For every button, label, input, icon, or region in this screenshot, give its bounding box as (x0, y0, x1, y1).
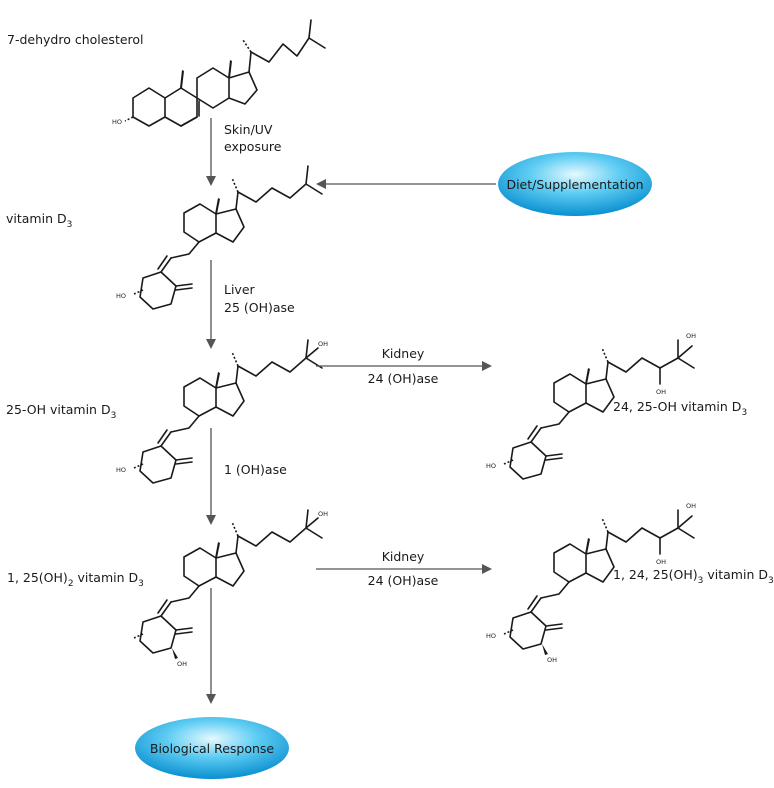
oh-atom: OH (318, 510, 328, 518)
biological-response-node: Biological Response (135, 717, 289, 779)
compound-label-vitamin-d3: vitamin D3 (6, 211, 72, 230)
step-label-kidney-1: Kidney (382, 346, 425, 361)
compound-label-24-25-oh-vitamin-d3: 24, 25-OH vitamin D3 (613, 399, 747, 418)
step-label-1-ohase: 1 (OH)ase (224, 462, 287, 477)
arrow-skin-uv (206, 118, 216, 186)
compound-label-1-24-25-trihydroxy-vitamin-d3: 1, 24, 25(OH)3 vitamin D3 (613, 567, 774, 586)
compound-label-1-25-dihydroxy-vitamin-d3: 1, 25(OH)2 vitamin D3 (7, 570, 144, 589)
oh-atom: OH (656, 388, 666, 396)
arrow-liver (206, 260, 216, 349)
step-label-kidney-2: Kidney (382, 549, 425, 564)
ho-atom: HO (486, 632, 496, 640)
compound-label-25-oh-vitamin-d3: 25-OH vitamin D3 (6, 402, 116, 421)
oh-atom: OH (547, 656, 557, 664)
1-25-dihydroxy-vitamin-d3-structure: OH OH (133, 509, 328, 668)
step-label-25-ohase: 25 (OH)ase (224, 300, 295, 315)
24-25-oh-vitamin-d3-structure: OH OH HO (486, 332, 696, 480)
step-label-24-ohase-1: 24 (OH)ase (368, 371, 439, 386)
arrow-biological-response (206, 588, 216, 704)
step-label-liver: Liver (224, 282, 256, 297)
vitamin-d3-structure: HO (116, 165, 323, 310)
arrow-diet-supplementation (316, 179, 496, 189)
step-label-exposure: exposure (224, 139, 282, 154)
biological-response-label: Biological Response (150, 741, 275, 756)
oh-atom: OH (686, 332, 696, 340)
arrow-kidney-24-ohase-2 (316, 564, 492, 574)
25-oh-vitamin-d3-structure: OH HO (116, 339, 328, 484)
step-label-skin-uv: Skin/UV (224, 122, 273, 137)
1-24-25-trihydroxy-vitamin-d3-structure: OH OH HO OH (486, 502, 696, 664)
arrow-kidney-24-ohase-1 (316, 361, 492, 371)
ho-atom: HO (112, 118, 122, 126)
oh-atom: OH (318, 340, 328, 348)
compound-label-7-dehydrocholesterol: 7-dehydro cholesterol (7, 32, 144, 47)
diet-supplementation-node: Diet/Supplementation (498, 152, 652, 216)
ho-atom: HO (116, 292, 126, 300)
oh-atom: OH (686, 502, 696, 510)
diet-supplementation-label: Diet/Supplementation (506, 177, 643, 192)
ho-atom: HO (116, 466, 126, 474)
dehydrocholesterol-structure: HO (112, 19, 326, 127)
oh-atom: OH (177, 660, 187, 668)
ho-atom: HO (486, 462, 496, 470)
oh-atom: OH (656, 558, 666, 566)
arrow-1-ohase (206, 428, 216, 525)
step-label-24-ohase-2: 24 (OH)ase (368, 573, 439, 588)
